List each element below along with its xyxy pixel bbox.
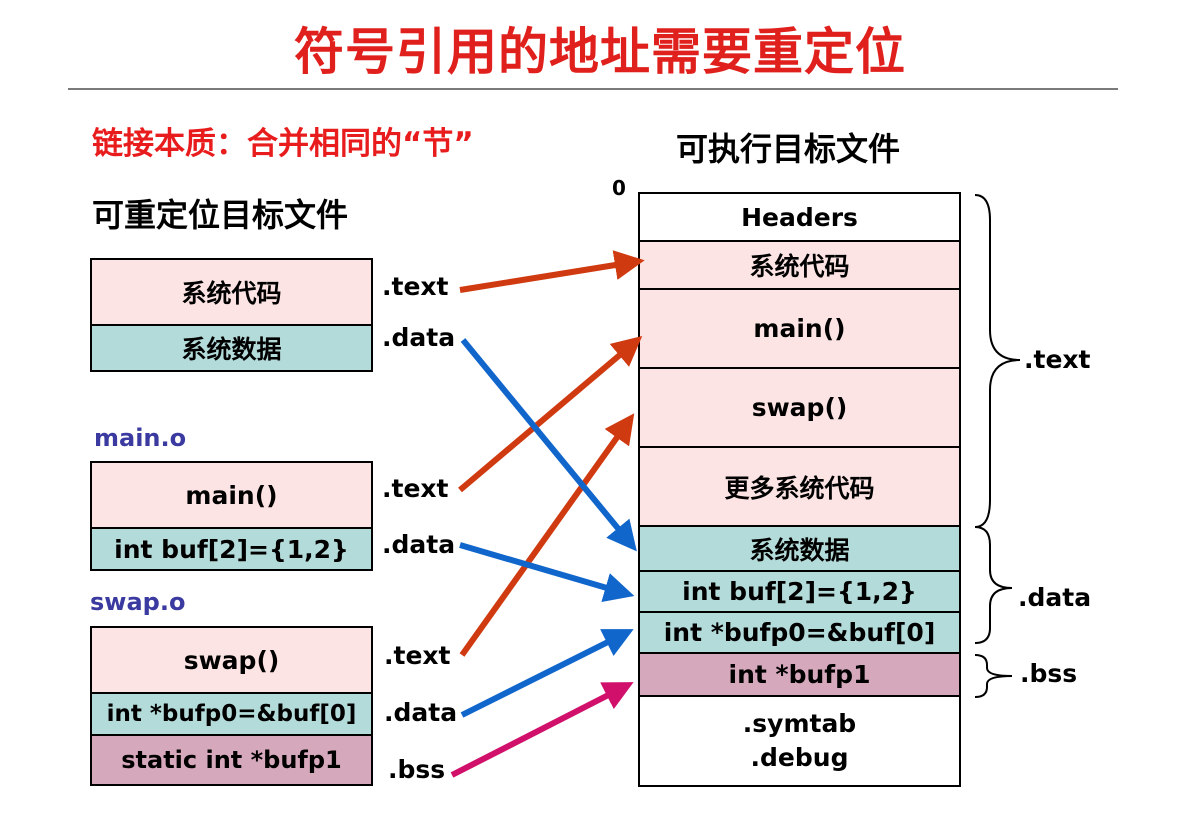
brace-data	[974, 526, 1013, 644]
system-data-box: 系统数据	[90, 324, 373, 372]
arrow-main-text	[458, 336, 643, 493]
executable-heading: 可执行目标文件	[676, 130, 901, 168]
swap-data-box: int *bufp0=&buf[0]	[90, 692, 373, 736]
brace-text	[974, 194, 1021, 528]
title-divider	[68, 88, 1118, 90]
exe-symtab: .symtab	[742, 709, 857, 738]
arrow-main-data	[459, 542, 635, 603]
main-code-box: main()	[90, 461, 373, 529]
exe-symtab-debug: .symtab .debug	[638, 695, 961, 787]
arrow-swap-bss	[450, 682, 634, 778]
system-data-label: .data	[382, 323, 456, 352]
main-text-label: .text	[382, 474, 449, 503]
swap-bss-box: static int *bufp1	[90, 734, 373, 786]
main-data-label: .data	[382, 530, 456, 559]
swap-code-box: swap()	[90, 626, 373, 694]
system-code-box: 系统代码	[90, 258, 373, 326]
system-text-label: .text	[382, 272, 449, 301]
swap-bss-label: .bss	[388, 755, 446, 784]
exe-bufp1: int *bufp1	[638, 652, 961, 697]
swap-object-name: swap.o	[90, 588, 186, 616]
exe-system-code: 系统代码	[638, 240, 961, 290]
swap-data-label: .data	[384, 698, 458, 727]
exe-debug: .debug	[750, 743, 849, 772]
page-title: 符号引用的地址需要重定位	[294, 23, 906, 81]
brace-data-label: .data	[1018, 583, 1092, 612]
exe-swap: swap()	[638, 367, 961, 448]
exe-bufp0: int *bufp0=&buf[0]	[638, 611, 961, 654]
arrow-system-text	[459, 250, 645, 293]
main-data-box: int buf[2]={1,2}	[90, 527, 373, 571]
address-origin: 0	[612, 176, 626, 200]
arrow-swap-text	[459, 413, 635, 657]
exe-buf: int buf[2]={1,2}	[638, 570, 961, 613]
relocatable-heading: 可重定位目标文件	[92, 196, 349, 234]
brace-bss-label: .bss	[1020, 659, 1078, 688]
brace-bss	[974, 654, 1013, 698]
exe-more-system-code: 更多系统代码	[638, 446, 961, 527]
main-object-name: main.o	[94, 424, 187, 452]
swap-text-label: .text	[384, 641, 451, 670]
arrow-system-data	[460, 338, 637, 552]
subtitle: 链接本质：合并相同的“节”	[92, 126, 474, 162]
arrow-swap-data	[460, 629, 634, 718]
brace-text-label: .text	[1024, 345, 1091, 374]
